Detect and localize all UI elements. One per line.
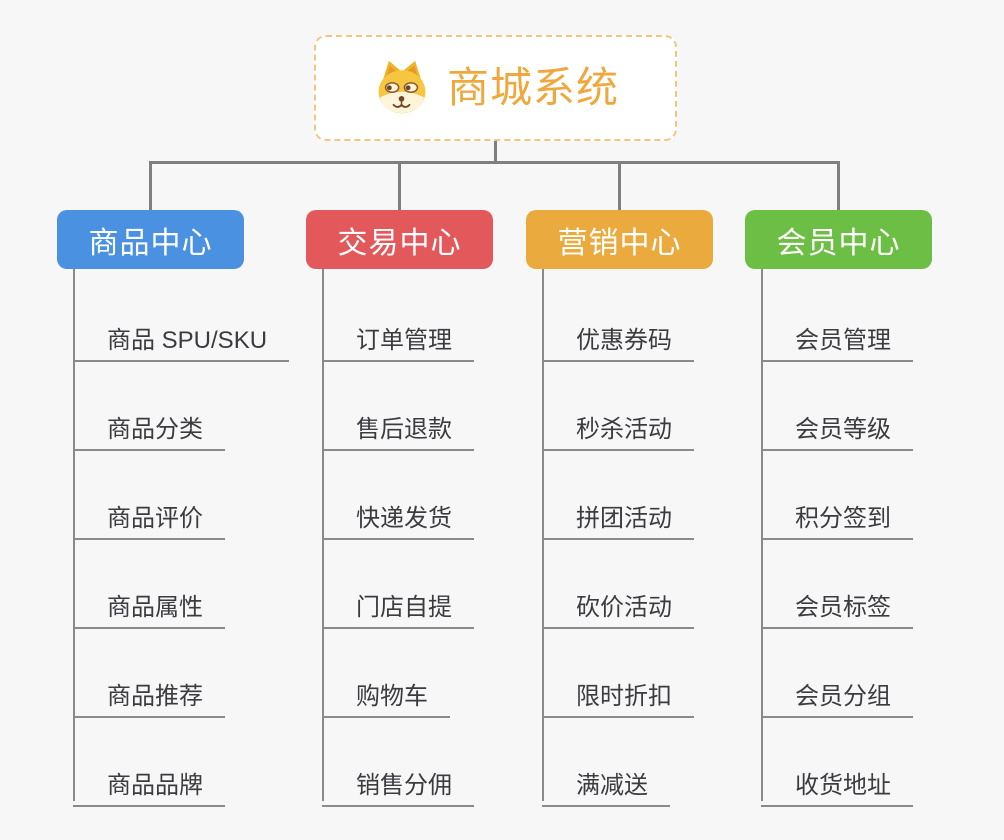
connector-stem <box>494 141 497 162</box>
root-title: 商城系统 <box>446 64 619 111</box>
leaf-node-product-center-0[interactable]: 商品 SPU/SKU <box>73 316 290 362</box>
connector-drop-marketing-center <box>618 163 621 210</box>
leaf-node-marketing-center-4[interactable]: 限时折扣 <box>542 672 694 718</box>
branch-label: 营销中心 <box>557 226 682 260</box>
leaf-node-product-center-4[interactable]: 商品推荐 <box>73 672 225 718</box>
branch-label: 会员中心 <box>776 226 901 260</box>
leaf-node-marketing-center-1[interactable]: 秒杀活动 <box>542 405 694 451</box>
leaf-node-member-center-4[interactable]: 会员分组 <box>761 672 913 718</box>
leaf-node-trade-center-2[interactable]: 快递发货 <box>322 494 474 540</box>
leaf-node-product-center-2[interactable]: 商品评价 <box>73 494 225 540</box>
leaf-node-member-center-3[interactable]: 会员标签 <box>761 583 913 629</box>
branch-node-marketing-center[interactable]: 营销中心 <box>526 210 713 269</box>
leaf-node-trade-center-0[interactable]: 订单管理 <box>322 316 474 362</box>
leaf-node-trade-center-4[interactable]: 购物车 <box>322 672 450 718</box>
leaf-node-trade-center-5[interactable]: 销售分佣 <box>322 761 474 807</box>
branch-trunk <box>322 269 324 801</box>
leaf-node-marketing-center-2[interactable]: 拼团活动 <box>542 494 694 540</box>
leaf-node-trade-center-1[interactable]: 售后退款 <box>322 405 474 451</box>
leaf-node-product-center-5[interactable]: 商品品牌 <box>73 761 225 807</box>
branch-trunk <box>542 269 544 801</box>
leaf-node-member-center-0[interactable]: 会员管理 <box>761 316 913 362</box>
connector-drop-product-center <box>149 163 152 210</box>
leaf-node-marketing-center-5[interactable]: 满减送 <box>542 761 670 807</box>
branch-node-member-center[interactable]: 会员中心 <box>745 210 932 269</box>
branch-trunk <box>761 269 763 801</box>
shiba-dog-icon <box>378 60 426 114</box>
leaf-node-member-center-5[interactable]: 收货地址 <box>761 761 913 807</box>
leaf-node-member-center-2[interactable]: 积分签到 <box>761 494 913 540</box>
leaf-node-member-center-1[interactable]: 会员等级 <box>761 405 913 451</box>
branch-node-trade-center[interactable]: 交易中心 <box>306 210 493 269</box>
leaf-node-marketing-center-0[interactable]: 优惠券码 <box>542 316 694 362</box>
leaf-node-product-center-1[interactable]: 商品分类 <box>73 405 225 451</box>
leaf-node-marketing-center-3[interactable]: 砍价活动 <box>542 583 694 629</box>
branch-trunk <box>73 269 75 801</box>
leaf-node-trade-center-3[interactable]: 门店自提 <box>322 583 474 629</box>
root-node[interactable]: 商城系统 <box>314 35 677 141</box>
branch-node-product-center[interactable]: 商品中心 <box>57 210 244 269</box>
connector-rail <box>149 161 840 164</box>
connector-drop-trade-center <box>398 163 401 210</box>
branch-label: 商品中心 <box>88 226 213 260</box>
branch-label: 交易中心 <box>337 226 462 260</box>
leaf-node-product-center-3[interactable]: 商品属性 <box>73 583 225 629</box>
connector-drop-member-center <box>837 163 840 210</box>
